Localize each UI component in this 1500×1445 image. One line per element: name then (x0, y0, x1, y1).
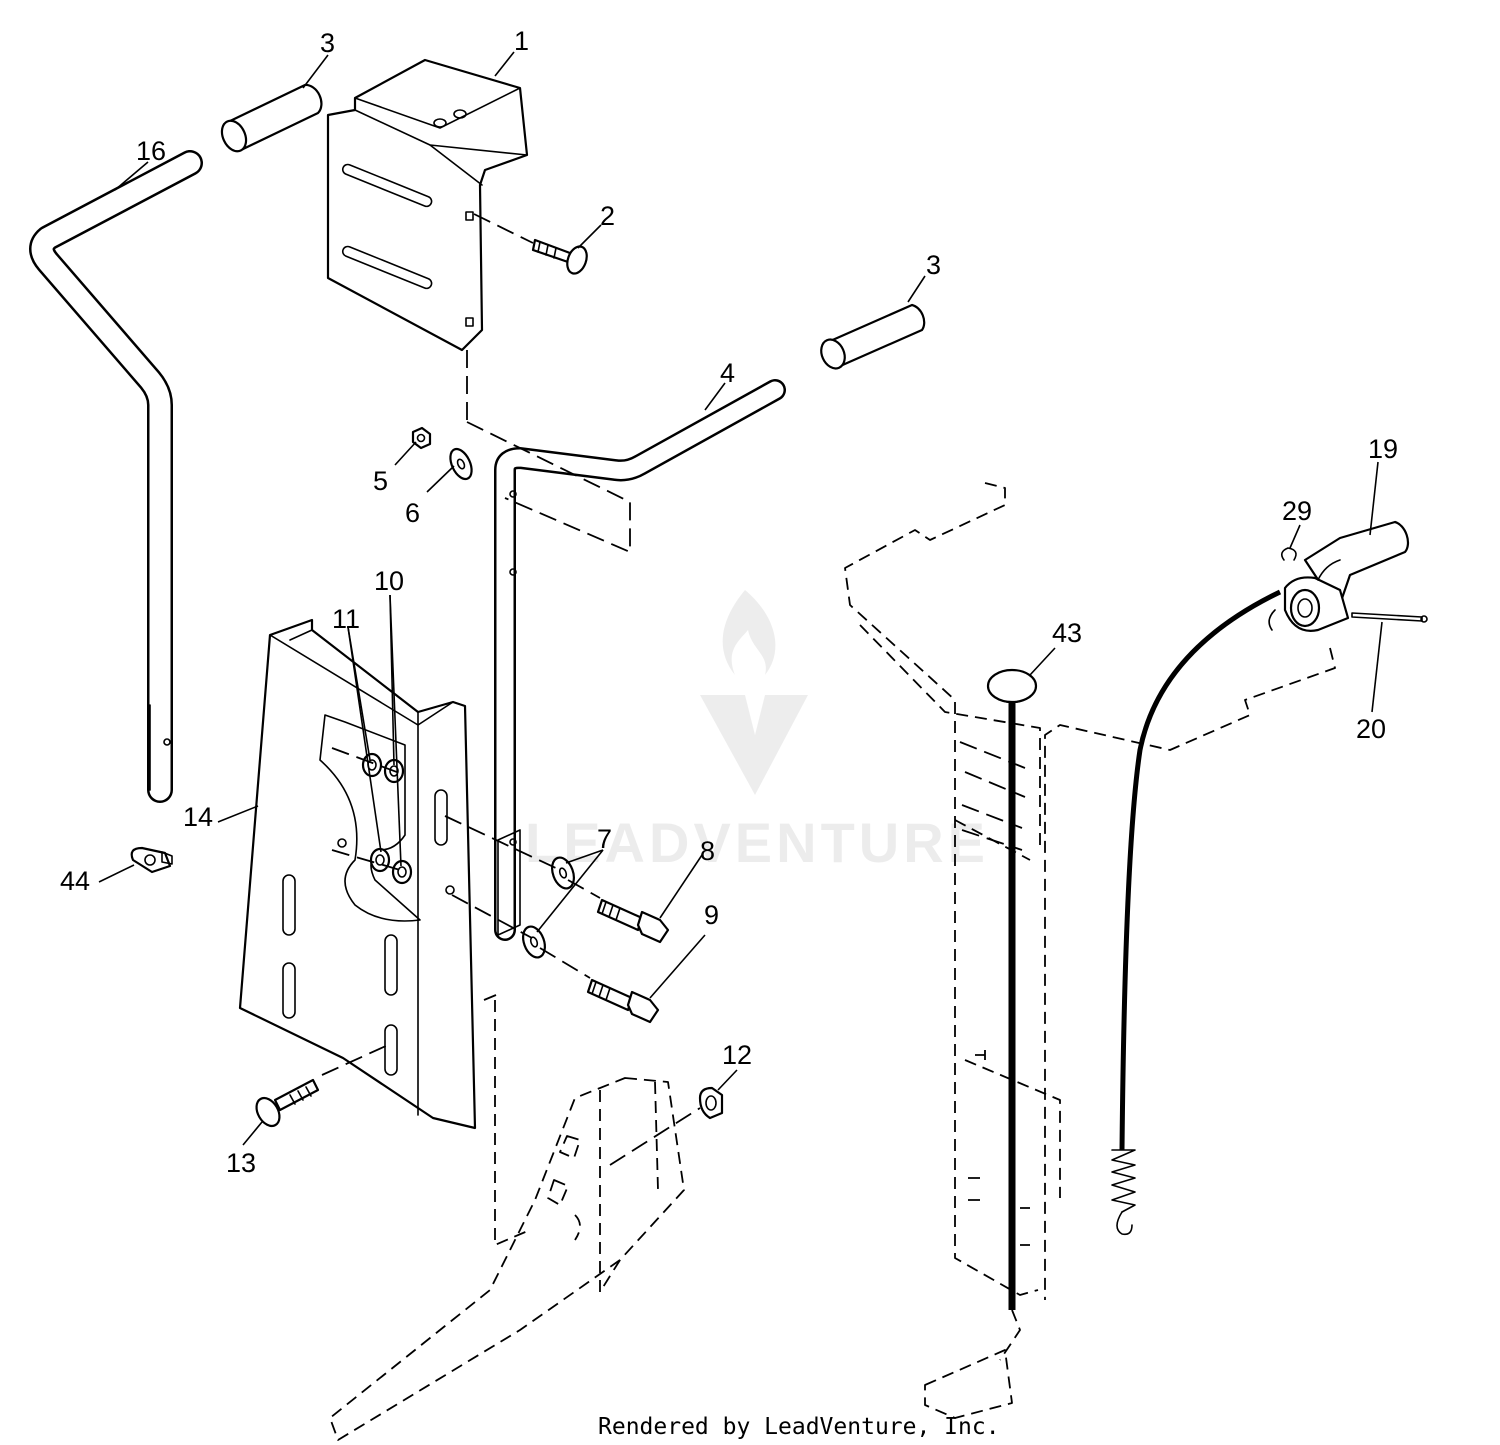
part-9-shoulder-bolt (586, 978, 660, 1024)
part-3-grip-left (220, 83, 323, 153)
callout-19: 19 (1368, 434, 1398, 464)
part-2-carriage-bolt (531, 238, 588, 275)
callout-43: 43 (1052, 618, 1082, 648)
assembly-lines (321, 213, 1030, 1246)
callout-9: 9 (704, 900, 719, 930)
watermark-v-icon (700, 695, 808, 795)
callout-2: 2 (600, 201, 615, 231)
part-14-mounting-plate (238, 618, 477, 1130)
callout-6: 6 (405, 498, 420, 528)
callout-1: 1 (514, 26, 529, 56)
throttle-cable (1111, 589, 1282, 1236)
callout-7: 7 (597, 824, 612, 854)
callout-13: 13 (226, 1148, 256, 1178)
callout-20: 20 (1356, 714, 1386, 744)
render-credit: Rendered by LeadVenture, Inc. (598, 1414, 1000, 1440)
callout-3-left: 3 (320, 28, 335, 58)
callout-3-right: 3 (926, 250, 941, 280)
callout-10: 10 (374, 566, 404, 596)
part-19-control-lever (1283, 520, 1410, 632)
watermark-flame-icon (722, 590, 776, 675)
watermark-text: LEADVENTURE (525, 811, 989, 874)
part-1-bracket-housing (326, 58, 529, 352)
callout-5: 5 (373, 466, 388, 496)
callout-16: 16 (136, 136, 166, 166)
part-8-shoulder-bolt (596, 898, 670, 944)
part-5-nut (411, 426, 432, 450)
watermark: LEADVENTURE (525, 590, 989, 874)
callout-4: 4 (720, 358, 735, 388)
phantom-frame-right (844, 482, 1336, 1419)
callout-29: 29 (1282, 496, 1312, 526)
leader-lines (98, 51, 1383, 1146)
callout-8: 8 (700, 836, 715, 866)
callout-44: 44 (60, 866, 90, 896)
callout-12: 12 (722, 1040, 752, 1070)
part-43-rod-knob (986, 668, 1038, 1361)
phantom-frame-left (329, 1000, 685, 1441)
part-3-grip-right (820, 303, 926, 370)
part-6-washer (449, 447, 473, 481)
callout-11: 11 (332, 604, 360, 634)
part-13-carriage-bolt (255, 1078, 320, 1128)
part-4-shift-lever (494, 379, 786, 941)
part-12-nut (698, 1086, 724, 1120)
callouts: 1 2 3 3 4 5 6 7 8 9 10 11 12 13 14 16 19… (60, 26, 1398, 1178)
callout-14: 14 (183, 802, 213, 832)
part-44-clamp (130, 846, 173, 874)
part-29-clip (1268, 547, 1297, 631)
part-16-handle-tube (29, 150, 203, 803)
part-20-pin (1351, 612, 1428, 623)
